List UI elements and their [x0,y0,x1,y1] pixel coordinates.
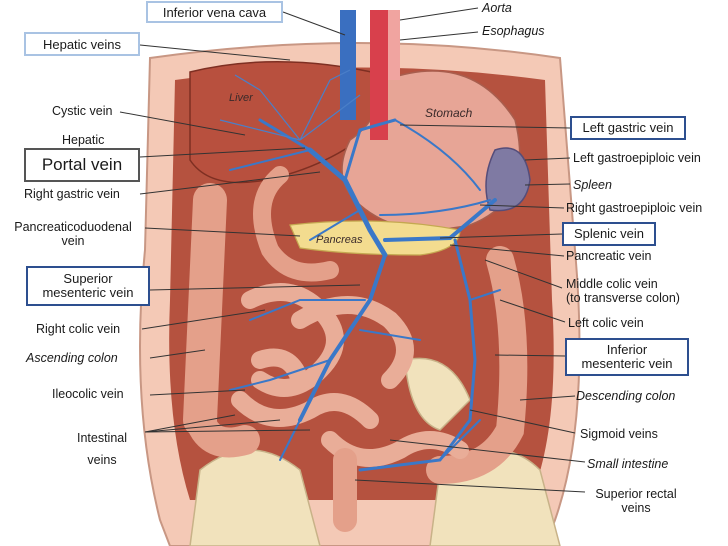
label-pancreaticoduodenal-vein: Pancreaticoduodenal vein [2,220,144,248]
label-aorta: Aorta [482,1,512,15]
pelvis-bone [189,449,321,546]
middle-colic-line-2: (to transverse colon) [566,291,680,305]
label-middle-colic-vein: Middle colic vein (to transverse colon) [566,277,680,305]
hepatic-venules [219,69,361,141]
label-esophagus: Esophagus [482,24,545,38]
label-box-hepatic-veins: Hepatic veins [24,32,140,56]
middle-colic-line-1: Middle colic vein [566,277,658,291]
label-spleen: Spleen [573,178,612,192]
ascending-colon [183,183,227,437]
aorta-vessel [370,10,388,140]
pancreaticoduodenal-line-2: vein [61,234,85,248]
label-ascending-colon: Ascending colon [26,351,118,365]
label-superior-rectal-veins: Superior rectal veins [580,487,692,515]
duodenum [253,166,339,282]
pancreaticoduodenal-line-1: Pancreaticoduodenal [14,220,132,234]
inferior-vena-cava-vessel [340,10,356,120]
label-small-intestine: Small intestine [587,457,669,471]
intestinal-line-1: Intestinal [76,431,128,445]
label-box-splenic-vein: Splenic vein [562,222,656,246]
label-sigmoid-veins: Sigmoid veins [580,427,658,441]
label-right-gastric-vein: Right gastric vein [24,187,120,201]
vein-network [229,118,501,472]
label-box-inferior-vena-cava: Inferior vena cava [146,1,283,23]
label-ileocolic-vein: Ileocolic vein [52,387,124,401]
superior-rectal-line-1: Superior rectal [595,487,677,501]
label-cystic-vein: Cystic vein [52,104,113,118]
label-left-gastroepiploic-vein: Left gastroepiploic vein [573,151,701,165]
label-pancreatic-vein: Pancreatic vein [566,249,652,263]
esophagus-tube [388,10,400,80]
intestinal-line-2: veins [87,453,117,467]
sacrum-bone [404,357,471,431]
spleen [485,147,531,212]
label-right-gastroepiploic-vein: Right gastroepiploic vein [566,201,703,215]
inferior-mesenteric-line-1: Inferior [606,342,648,357]
organ-label-pancreas: Pancreas [316,234,363,246]
small-intestine-loops [231,283,469,467]
label-descending-colon: Descending colon [576,389,676,403]
superior-mesenteric-line-1: Superior [63,271,113,286]
superior-mesenteric-line-2: mesenteric vein [42,285,134,300]
label-right-colic-vein: Right colic vein [36,322,121,336]
inferior-mesenteric-line-2: mesenteric vein [581,356,673,371]
label-intestinal-veins: Intestinal veins [60,427,144,471]
leader-lines [119,7,586,493]
organ-label-stomach: Stomach [425,106,473,120]
label-box-portal-vein: Portal vein [24,148,140,182]
label-hepatic: Hepatic [62,133,105,147]
cecum [185,405,260,458]
superior-rectal-line-2: veins [621,501,651,515]
organ-label-liver: Liver [229,92,253,104]
label-left-colic-vein: Left colic vein [568,316,644,330]
label-box-left-gastric-vein: Left gastric vein [570,116,686,140]
label-box-superior-mesenteric-vein: Superior mesenteric vein [26,266,150,306]
descending-colon [426,246,528,484]
label-box-inferior-mesenteric-vein: Inferior mesenteric vein [565,338,689,376]
